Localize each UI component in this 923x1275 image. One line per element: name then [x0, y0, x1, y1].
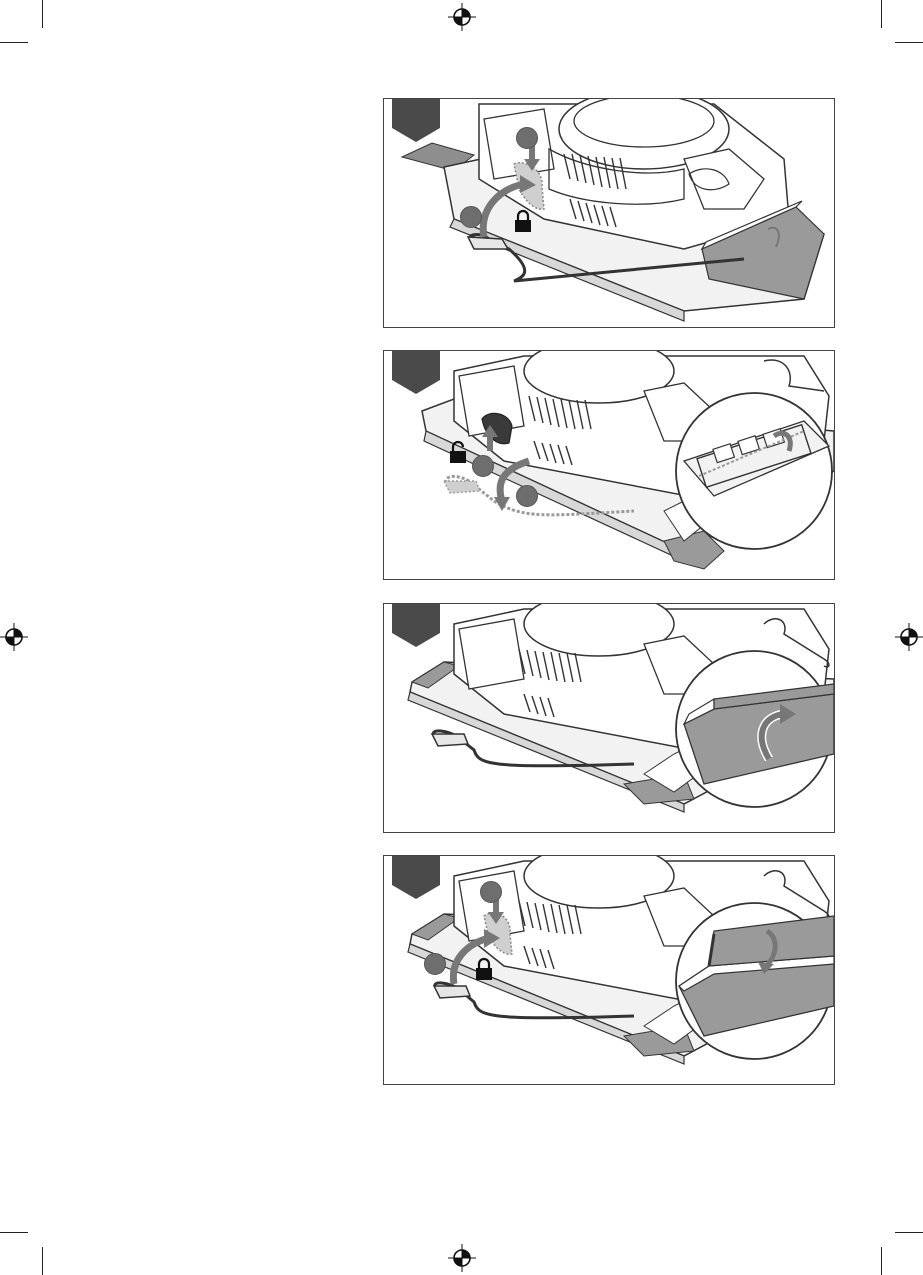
crosshair-circle-icon	[448, 3, 476, 31]
crop-mark-bottom-right-h	[895, 1232, 923, 1233]
crop-mark-top-right-v	[881, 0, 882, 28]
sander-illustration	[384, 604, 835, 833]
crop-mark-top-right-h	[895, 42, 923, 43]
figure-number-tab	[392, 855, 440, 899]
figure-number-tab	[392, 98, 440, 142]
crop-mark-top-left-h	[0, 42, 28, 43]
figure-number-tab	[392, 603, 440, 647]
figure-panel-2	[383, 350, 835, 580]
figure-panel-3	[383, 603, 835, 833]
crosshair-circle-icon	[0, 623, 28, 651]
step-marker	[480, 881, 502, 903]
crop-mark-bottom-left-h	[0, 1232, 28, 1233]
sander-illustration	[384, 351, 835, 580]
crosshair-circle-icon	[448, 1244, 476, 1272]
step-marker	[424, 953, 446, 975]
step-marker	[460, 206, 482, 228]
step-marker	[516, 127, 538, 149]
figure-panel-4	[383, 855, 835, 1085]
figure-number-tab	[392, 350, 440, 394]
crop-mark-top-left-v	[42, 0, 43, 28]
crosshair-circle-icon	[895, 623, 923, 651]
step-marker	[516, 485, 538, 507]
crop-mark-bottom-right-v	[881, 1247, 882, 1275]
sander-illustration	[384, 99, 835, 328]
sander-illustration	[384, 856, 835, 1085]
step-marker	[472, 455, 494, 477]
crop-mark-bottom-left-v	[42, 1247, 43, 1275]
figure-panel-1	[383, 98, 835, 328]
